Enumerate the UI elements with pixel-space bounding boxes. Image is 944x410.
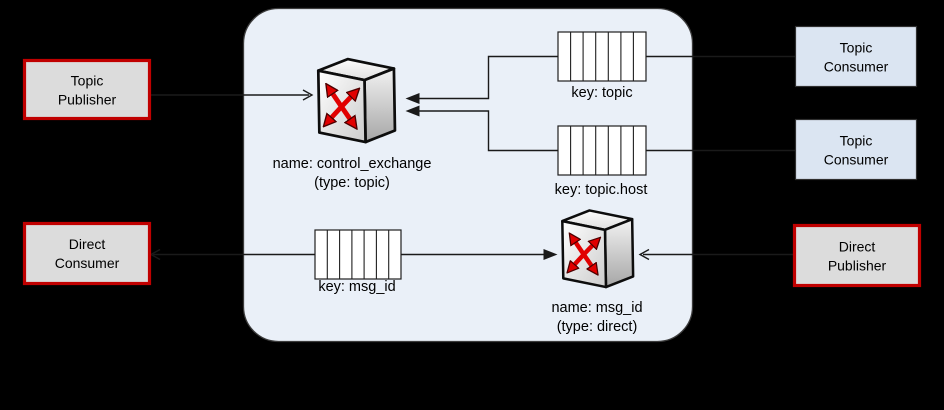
direct-consumer-label-line1: Direct xyxy=(69,236,106,252)
solid-arrowhead-left-icon xyxy=(405,105,420,117)
queue-rect xyxy=(314,229,402,280)
topic-exchange-name: name: control_exchange xyxy=(273,156,432,172)
connector-queue-topic-host-to-topic-exchange xyxy=(419,110,558,152)
topic-exchange: name: control_exchange (type: topic) xyxy=(273,59,432,191)
open-arrowhead-right-icon xyxy=(302,89,314,101)
topic-consumer-2-box: Topic Consumer xyxy=(794,118,918,181)
open-arrowhead-left-icon xyxy=(638,248,650,261)
direct-consumer-rect xyxy=(22,221,152,286)
direct-consumer-label-line2: Consumer xyxy=(55,255,120,271)
direct-publisher-box: Direct Publisher xyxy=(792,223,922,288)
topic-consumer-1-box: Topic Consumer xyxy=(794,25,918,88)
queue-key-msg-id: key: msg_id xyxy=(314,229,402,295)
queue-topic-label: key: topic xyxy=(571,85,632,101)
direct-publisher-rect xyxy=(792,223,922,288)
topic-consumer-1-label-line2: Consumer xyxy=(824,59,889,75)
queue-rect xyxy=(557,31,647,82)
queue-topic-host-label: key: topic.host xyxy=(555,182,648,198)
topic-publisher-rect xyxy=(22,58,152,121)
topic-consumer-1-rect xyxy=(794,25,918,88)
topic-consumer-2-rect xyxy=(794,118,918,181)
queue-rect xyxy=(557,125,647,176)
queue-key-topic-host: key: topic.host xyxy=(555,125,648,198)
queue-dividers xyxy=(570,126,634,175)
direct-publisher-label-line2: Publisher xyxy=(828,258,887,274)
topic-exchange-type: (type: topic) xyxy=(314,175,390,191)
queue-dividers xyxy=(326,230,390,279)
topic-publisher-label-line1: Topic xyxy=(71,73,104,89)
topic-exchange-switch-icon xyxy=(318,59,395,142)
solid-arrowhead-left-icon xyxy=(405,93,420,104)
direct-exchange: name: msg_id (type: direct) xyxy=(551,210,643,335)
topic-publisher-label-line2: Publisher xyxy=(58,92,117,108)
topic-publisher-box: Topic Publisher xyxy=(22,58,152,121)
solid-arrowhead-right-icon xyxy=(543,249,558,260)
topic-consumer-2-label-line1: Topic xyxy=(840,133,873,149)
direct-exchange-switch-icon xyxy=(562,210,633,287)
direct-exchange-type: (type: direct) xyxy=(557,319,638,335)
connector-queue-topic-to-topic-exchange xyxy=(419,55,558,100)
direct-consumer-box: Direct Consumer xyxy=(22,221,152,286)
queue-dividers xyxy=(570,32,634,81)
direct-publisher-label-line1: Direct xyxy=(839,239,876,255)
direct-exchange-name: name: msg_id xyxy=(551,300,642,316)
connectors xyxy=(148,55,795,261)
queue-msg-id-label: key: msg_id xyxy=(318,279,395,295)
topic-consumer-1-label-line1: Topic xyxy=(840,40,873,56)
topic-consumer-2-label-line2: Consumer xyxy=(824,152,889,168)
queue-key-topic: key: topic xyxy=(557,31,647,101)
